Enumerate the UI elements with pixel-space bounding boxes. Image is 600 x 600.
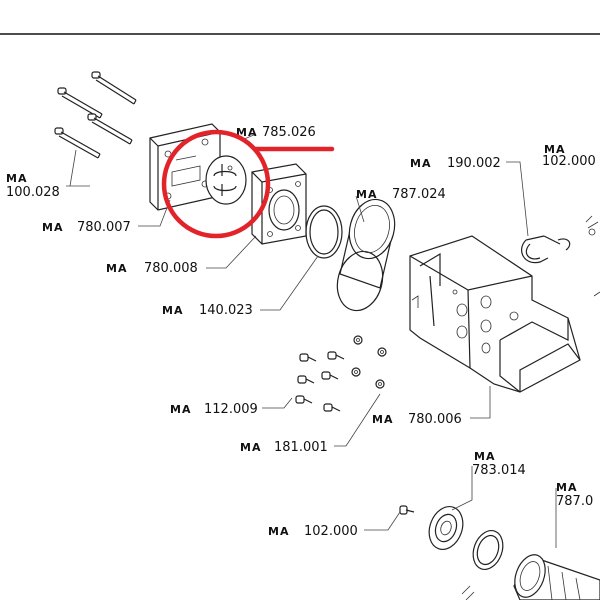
screw: [87, 113, 133, 145]
part-label-780-008: MA 780.008: [106, 261, 198, 276]
small-screw: [299, 353, 317, 362]
small-screw: [321, 371, 339, 380]
small-screw: [323, 403, 341, 412]
washer: [353, 335, 363, 345]
lower-cylinder: [513, 554, 600, 600]
svg-text:783.014: 783.014: [472, 463, 526, 478]
screw: [57, 87, 103, 119]
svg-text:MA: MA: [240, 441, 261, 454]
membrane-disc: [205, 155, 247, 205]
svg-text:MA: MA: [6, 172, 27, 185]
part-label-787-right: MA 787.0: [556, 481, 593, 509]
small-screws: [295, 351, 345, 412]
pump-head: [251, 163, 307, 245]
part-label-190-002: MA 190.002: [410, 156, 501, 171]
washer: [375, 379, 385, 389]
screw: [91, 71, 137, 105]
svg-text:112.009: 112.009: [204, 402, 258, 417]
washers: [351, 335, 387, 389]
part-label-181-001: MA 181.001: [240, 440, 328, 455]
svg-text:787.0: 787.0: [556, 494, 593, 509]
part-label-112-009: MA 112.009: [170, 402, 258, 417]
svg-text:780.006: 780.006: [408, 412, 462, 427]
svg-text:MA: MA: [170, 403, 191, 416]
part-label-783-014: MA 783.014: [472, 450, 526, 478]
svg-text:MA: MA: [556, 481, 577, 494]
o-ring: [305, 205, 343, 259]
small-screw: [327, 351, 345, 360]
svg-text:MA: MA: [372, 413, 393, 426]
svg-text:MA: MA: [474, 450, 495, 463]
svg-text:MA: MA: [356, 188, 377, 201]
svg-text:102.000: 102.000: [304, 524, 358, 539]
leader-lines: [66, 133, 557, 548]
edge-fragment: [585, 215, 600, 297]
svg-text:MA: MA: [410, 157, 431, 170]
svg-text:190.002: 190.002: [447, 156, 501, 171]
svg-text:MA: MA: [42, 221, 63, 234]
small-screw: [295, 395, 313, 404]
part-label-780-006: MA 780.006: [372, 412, 462, 427]
svg-text:MA: MA: [236, 126, 257, 139]
washer: [351, 367, 361, 377]
svg-text:780.007: 780.007: [77, 220, 131, 235]
lower-ring: [472, 530, 504, 570]
small-screw: [297, 375, 315, 384]
screw: [54, 127, 101, 159]
part-label-102-000-bottom: MA 102.000: [268, 524, 358, 539]
svg-text:100.028: 100.028: [6, 185, 60, 200]
svg-text:MA: MA: [162, 304, 183, 317]
part-label-787-024: MA 787.024: [356, 187, 446, 202]
svg-text:181.001: 181.001: [274, 440, 328, 455]
retaining-clip: [521, 235, 571, 264]
long-screws: [54, 71, 137, 159]
diaphragm-disc: [428, 506, 464, 550]
svg-text:MA: MA: [544, 143, 565, 156]
svg-text:140.023: 140.023: [199, 303, 253, 318]
part-label-102-000-top: MA 102.000: [542, 143, 596, 169]
svg-text:MA: MA: [106, 262, 127, 275]
part-label-140-023: MA 140.023: [162, 303, 253, 318]
svg-text:MA: MA: [268, 525, 289, 538]
cylinder-sleeve: [336, 198, 396, 312]
svg-text:785.026: 785.026: [262, 125, 316, 140]
svg-text:102.000: 102.000: [542, 154, 596, 169]
edge-fragment: [461, 585, 475, 600]
red-highlight-annotation: [161, 129, 335, 239]
small-bolt: [399, 505, 415, 515]
pump-body: [409, 235, 581, 393]
svg-text:787.024: 787.024: [392, 187, 446, 202]
part-label-785-026: MA 785.026: [236, 125, 316, 140]
part-label-780-007: MA 780.007: [42, 220, 131, 235]
part-label-100-028: MA 100.028: [6, 172, 60, 200]
washer: [377, 347, 387, 357]
svg-text:780.008: 780.008: [144, 261, 198, 276]
